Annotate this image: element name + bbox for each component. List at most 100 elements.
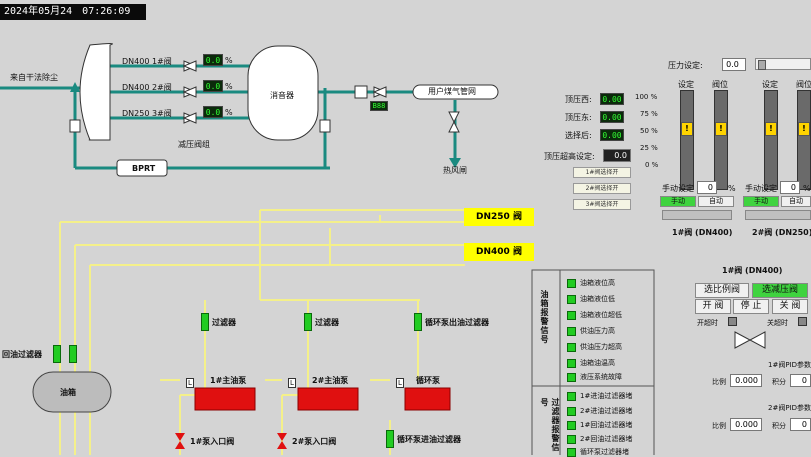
filter-2 bbox=[304, 313, 312, 331]
v1-auto-button[interactable]: 自动 bbox=[698, 196, 734, 207]
slider-handle[interactable] bbox=[758, 60, 766, 70]
top-west-label: 顶压西: bbox=[565, 95, 592, 104]
pid2-p-value[interactable]: 0.000 bbox=[730, 418, 762, 431]
alarm-indicator bbox=[567, 311, 576, 320]
top-west-value: 0.00 bbox=[600, 93, 624, 105]
select-valve3-button[interactable]: 3#阀选择开 bbox=[573, 199, 631, 210]
tank-label: 油箱 bbox=[60, 388, 76, 397]
select-label: 选择后: bbox=[565, 131, 592, 140]
pump-3-label: 循环泵 bbox=[416, 376, 440, 385]
alarm-indicator bbox=[567, 435, 576, 444]
offset-value[interactable]: 0.0 bbox=[603, 149, 631, 162]
offset-label: 顶压超高设定: bbox=[544, 152, 595, 161]
return-filter-label: 回油过滤器 bbox=[2, 350, 42, 359]
v1-slider[interactable] bbox=[662, 210, 732, 220]
open-valve-button[interactable]: 开 阀 bbox=[695, 299, 731, 314]
time-text: 07:26:09 bbox=[82, 6, 131, 17]
v1-manual-button[interactable]: 手动 bbox=[660, 196, 696, 207]
valve2-unit: % bbox=[225, 82, 233, 91]
v1-pos-warning-icon: ! bbox=[715, 122, 727, 136]
valve3-value: 0.0 bbox=[203, 106, 223, 118]
alarm-label: 循环泵过滤器堵 bbox=[580, 448, 629, 456]
setpoint-value[interactable]: 0.0 bbox=[722, 58, 746, 71]
valve1-label: DN400 1#阀 bbox=[122, 57, 172, 66]
hot-furnace-label: 热风闸 bbox=[443, 166, 467, 175]
v2-manual-value[interactable]: 0 bbox=[780, 181, 800, 194]
top-east-value: 0.00 bbox=[600, 111, 624, 123]
valve2-label: DN400 2#阀 bbox=[122, 83, 172, 92]
pump-2-label: 2#主油泵 bbox=[312, 376, 349, 385]
valve1-unit: % bbox=[225, 56, 233, 65]
v2-position-gauge bbox=[797, 90, 811, 190]
pid1-p-value[interactable]: 0.000 bbox=[730, 374, 762, 387]
alarm-label: 油箱油温高 bbox=[580, 359, 615, 367]
close-timeout-indicator bbox=[798, 317, 807, 326]
v1-manual-label: 手动设定 bbox=[662, 184, 694, 193]
alarm-label: 供油压力高 bbox=[580, 327, 615, 335]
dn400-badge[interactable]: DN400 阀 bbox=[464, 243, 534, 261]
axis-50: 50 % bbox=[640, 127, 658, 135]
alarm-label: 1#回油过滤器堵 bbox=[580, 421, 633, 429]
open-timeout-label: 开超时 bbox=[697, 319, 718, 327]
stop-button[interactable]: 停 止 bbox=[733, 299, 769, 314]
v2-slider[interactable] bbox=[745, 210, 811, 220]
alarm-indicator bbox=[567, 448, 576, 457]
bprt-label[interactable]: BPRT bbox=[132, 164, 156, 173]
select-proportional-button[interactable]: 选比例阀 bbox=[695, 283, 749, 298]
v2-warning-icon: ! bbox=[765, 122, 777, 136]
v2-auto-button[interactable]: 自动 bbox=[781, 196, 811, 207]
valve3-label: DN250 3#阀 bbox=[122, 109, 172, 118]
valve2-value: 0.0 bbox=[203, 80, 223, 92]
select-valve2-button[interactable]: 2#阀选择开 bbox=[573, 183, 631, 194]
inlet-valve-2-label: 2#泵入口阀 bbox=[292, 437, 337, 446]
group-label: 减压阀组 bbox=[178, 140, 210, 149]
return-filter-1 bbox=[53, 345, 61, 363]
alarm-label: 2#进油过滤器堵 bbox=[580, 407, 633, 415]
pid2-i-value[interactable]: 0 bbox=[790, 418, 811, 431]
select-pressure-button[interactable]: 选减压阀 bbox=[752, 283, 808, 298]
pump-1-mode: L bbox=[186, 378, 194, 388]
pid1-p-label: 比例 bbox=[712, 378, 726, 386]
v1-manual-value[interactable]: 0 bbox=[697, 181, 717, 194]
v1-setpoint-label: 设定 bbox=[678, 80, 694, 89]
pid2-i-label: 积分 bbox=[772, 422, 786, 430]
alarm-label: 液压系统故障 bbox=[580, 373, 622, 381]
v1-unit: % bbox=[728, 184, 736, 193]
filter-1 bbox=[201, 313, 209, 331]
return-filter-2 bbox=[69, 345, 77, 363]
axis-0: 0 % bbox=[645, 161, 659, 169]
alarm-label: 油箱液位高 bbox=[580, 279, 615, 287]
v2-pos-warning-icon: ! bbox=[798, 122, 810, 136]
select-valve1-button[interactable]: 1#阀选择开 bbox=[573, 167, 631, 178]
alarm-label: 1#进油过滤器堵 bbox=[580, 392, 633, 400]
alarm-indicator bbox=[567, 295, 576, 304]
v2-setpoint-label: 设定 bbox=[762, 80, 778, 89]
datetime-display: 2024年05月24 07:26:09 bbox=[0, 4, 146, 20]
axis-25: 25 % bbox=[640, 144, 658, 152]
alarm-label: 2#回油过滤器堵 bbox=[580, 435, 633, 443]
v2-position-label: 阀位 bbox=[796, 80, 811, 89]
v2-setpoint-gauge bbox=[764, 90, 778, 190]
filter-2-label: 过滤器 bbox=[315, 318, 339, 327]
v2-manual-button[interactable]: 手动 bbox=[743, 196, 779, 207]
v2-title: 2#阀 (DN250) bbox=[752, 228, 811, 237]
dn250-badge[interactable]: DN250 阀 bbox=[464, 208, 534, 226]
pid1-i-value[interactable]: 0 bbox=[790, 374, 811, 387]
alarm-indicator bbox=[567, 359, 576, 368]
pid1-i-label: 积分 bbox=[772, 378, 786, 386]
close-valve-button[interactable]: 关 阀 bbox=[772, 299, 808, 314]
source-label: 来自干法除尘 bbox=[10, 73, 58, 82]
alarm-indicator bbox=[567, 407, 576, 416]
v1-setpoint-gauge bbox=[680, 90, 694, 190]
v1-title: 1#阀 (DN400) bbox=[672, 228, 733, 237]
pump-2-mode: L bbox=[288, 378, 296, 388]
top-east-label: 顶压东: bbox=[565, 113, 592, 122]
circ-inlet-filter-label: 循环泵进油过滤器 bbox=[397, 435, 461, 444]
circ-inlet-filter bbox=[386, 430, 394, 448]
setpoint-slider[interactable] bbox=[755, 58, 811, 70]
pump-3-mode: L bbox=[396, 378, 404, 388]
date-text: 2024年05月24 bbox=[4, 6, 73, 17]
alarm-label: 供油压力超高 bbox=[580, 343, 622, 351]
axis-100: 100 % bbox=[635, 93, 658, 101]
